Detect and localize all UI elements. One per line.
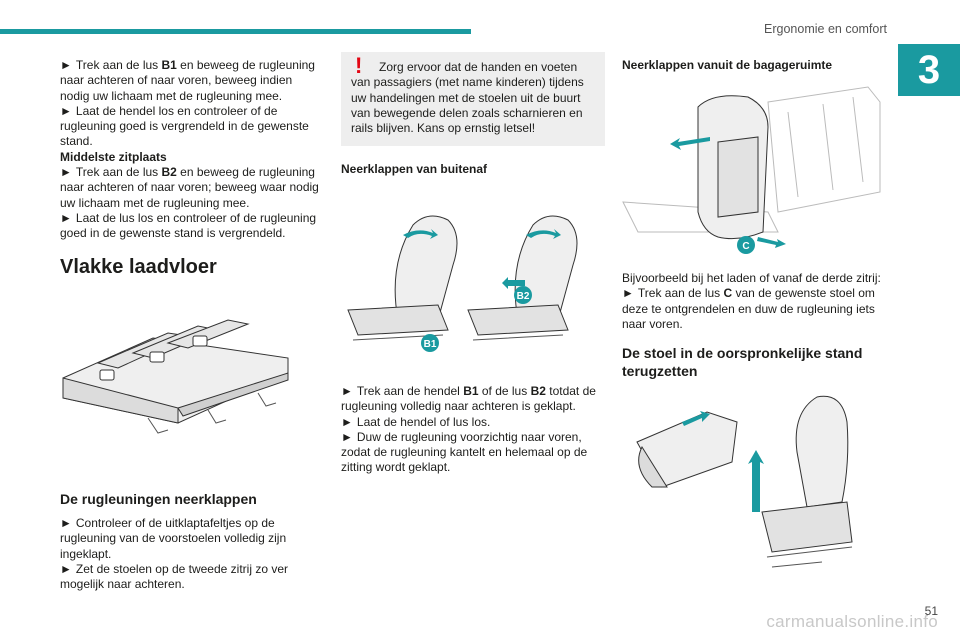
paragraph: ►Controleer of de uitklaptafeltjes op de…	[60, 516, 287, 561]
paragraph: ►Zet de stoelen op de tweede zitrij zo v…	[60, 561, 289, 592]
warning-text: van passagiers (met name kinderen) tijde…	[351, 75, 584, 136]
arrow-left-icon	[502, 277, 525, 289]
rear-seats-outline	[767, 86, 881, 213]
bullet-arrow: ►	[622, 286, 634, 301]
flat-floor-illustration	[62, 319, 289, 434]
seat-fold-outside-illustration: B1 B2	[347, 215, 578, 352]
subheading: Neerklappen vanuit de bagageruimte	[622, 58, 833, 72]
label-b2-circle	[514, 286, 532, 304]
curved-arrow-icon	[526, 229, 561, 239]
subheading: Neerklappen van buitenaf	[341, 162, 488, 177]
bullet-arrow: ►	[60, 210, 72, 225]
column-3-lower: Bijvoorbeeld bij het laden of vanaf de d…	[622, 271, 886, 380]
label-b2: B2	[517, 291, 530, 302]
paragraph: ►Laat de hendel of lus los.	[341, 414, 491, 429]
paragraph: Bijvoorbeeld bij het laden of vanaf de d…	[622, 271, 881, 285]
paragraph: ►Trek aan de lus B2 en beweeg de rugleun…	[60, 165, 319, 210]
bullet-arrow: ►	[60, 561, 72, 576]
column-3: Neerklappen vanuit de bagageruimte	[622, 58, 886, 73]
paragraph: ►Laat de hendel los en controleer of de …	[60, 103, 309, 149]
arrow-forward-icon	[670, 137, 710, 150]
paragraph: ►Trek aan de lus B1 en beweeg de rugleun…	[60, 58, 315, 103]
header-title: Ergonomie en comfort	[764, 22, 887, 36]
column-2-lower: ►Trek aan de hendel B1 of de lus B2 totd…	[341, 384, 605, 476]
label-c-circle	[737, 236, 755, 254]
curved-arrow-icon	[403, 229, 438, 239]
header-accent-bar	[0, 29, 471, 34]
bullet-arrow: ►	[60, 58, 72, 72]
handle-shape	[99, 369, 115, 381]
bullet-arrow: ►	[60, 103, 72, 118]
paragraph: ►Trek aan de lus C van de gewenste stoel…	[622, 286, 875, 331]
label-c: C	[742, 241, 749, 252]
paragraph: ►Laat de lus los en controleer of de rug…	[60, 210, 317, 241]
warning-line1: Zorg ervoor dat de handen en voeten	[379, 60, 578, 74]
bullet-arrow: ►	[341, 384, 353, 398]
chapter-number: 3	[898, 44, 960, 96]
upright-seat-back	[795, 395, 849, 508]
column-1-lower: De rugleuningen neerklappen ►Controleer …	[60, 490, 322, 592]
watermark: carmanualsonline.info	[766, 612, 938, 631]
section-subheading: De stoel in de oorspronkelijke stand ter…	[622, 345, 863, 380]
column-1: ►Trek aan de lus B1 en beweeg de rugleun…	[60, 58, 322, 278]
paragraph: ►Duw de rugleuning voorzichtig naar vore…	[341, 429, 588, 475]
seat-fold-trunk-illustration: C	[622, 86, 881, 254]
paragraph: ►Trek aan de hendel B1 of de lus B2 totd…	[341, 384, 596, 414]
section-heading: Vlakke laadvloer	[60, 255, 217, 278]
warning-icon: !	[355, 53, 363, 78]
column-2: ! Zorg ervoor dat de handen en voeten va…	[341, 52, 605, 178]
label-b1-circle	[421, 334, 439, 352]
section-subheading: De rugleuningen neerklappen	[60, 491, 257, 507]
bullet-arrow: ►	[341, 414, 353, 429]
arrow-raise-icon	[748, 450, 764, 512]
page-number: 51	[924, 604, 938, 618]
bullet-arrow: ►	[341, 429, 353, 444]
warning-box: ! Zorg ervoor dat de handen en voeten va…	[341, 52, 605, 147]
subheading: Middelste zitplaats	[60, 149, 167, 164]
seat-restore-illustration	[636, 395, 853, 568]
arrow-up-icon	[682, 411, 710, 426]
seat-back-left	[394, 215, 458, 321]
arrow-pull-icon	[757, 237, 786, 248]
bullet-arrow: ►	[60, 516, 72, 530]
label-b1: B1	[424, 339, 437, 350]
bullet-arrow: ►	[60, 165, 72, 180]
